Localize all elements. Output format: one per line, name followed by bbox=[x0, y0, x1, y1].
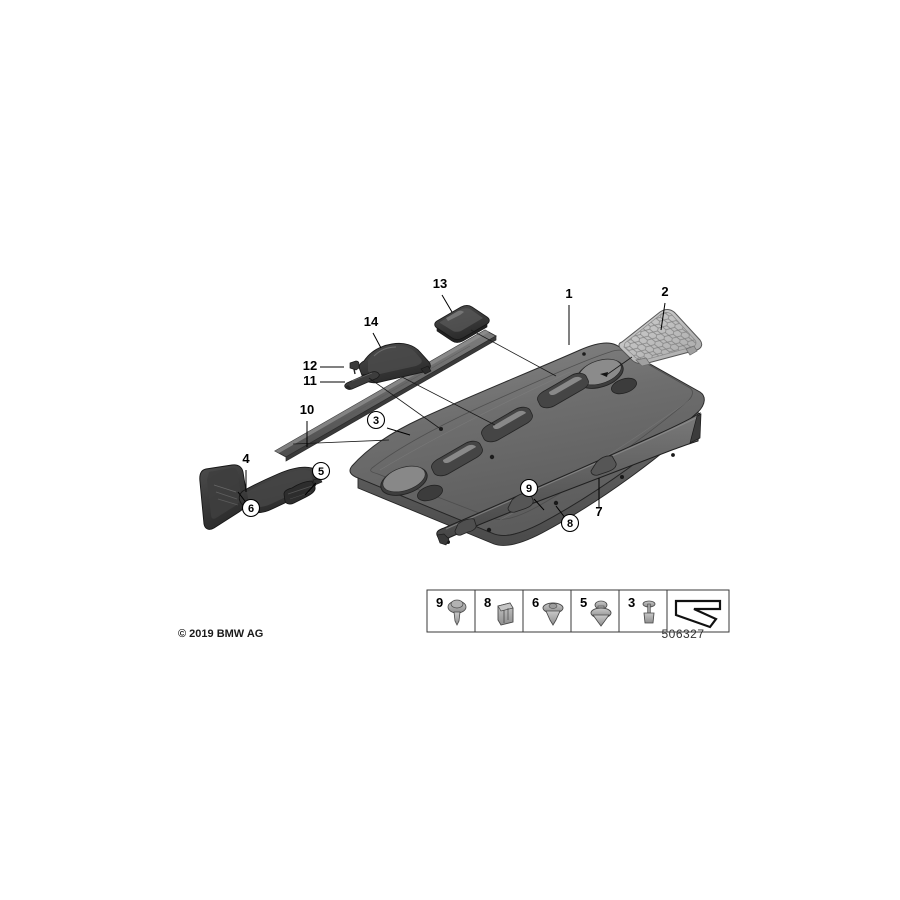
callout-10-label: 10 bbox=[300, 402, 314, 417]
callout-1: 1 bbox=[565, 286, 573, 345]
callout-9-leader bbox=[533, 498, 545, 511]
callout-3-leader bbox=[386, 427, 411, 436]
callout-12: 12 bbox=[303, 358, 344, 373]
callout-4: 4 bbox=[242, 451, 250, 492]
part-7-lower-shelf-trim-rail bbox=[436, 412, 702, 546]
diagram-id: 506327 bbox=[661, 627, 704, 641]
part-11-small-retaining-bracket bbox=[344, 371, 380, 390]
part-10-long-trim-strip bbox=[274, 329, 497, 462]
legend-cell-3: 3 bbox=[618, 589, 668, 633]
callout-8-label: 8 bbox=[567, 518, 573, 530]
callout-3-label: 3 bbox=[373, 415, 379, 427]
legend-cell-tool bbox=[666, 589, 730, 633]
leader-lines bbox=[292, 329, 633, 445]
callout-11: 11 bbox=[303, 373, 345, 388]
callout-5: 5 bbox=[304, 461, 331, 496]
legend-cell-3-label: 3 bbox=[628, 595, 635, 610]
callout-5-label: 5 bbox=[318, 466, 324, 478]
legend-cell-9-label: 9 bbox=[436, 595, 443, 610]
callout-11-label: 11 bbox=[303, 373, 317, 388]
callout-5-ring bbox=[311, 461, 331, 481]
part-2-speaker-grille-cover bbox=[618, 309, 703, 367]
legend-box: 9 8 6 5 3 bbox=[426, 589, 730, 633]
callout-10: 10 bbox=[300, 402, 314, 447]
callout-6: 6 bbox=[237, 491, 261, 518]
callout-3: 3 bbox=[366, 410, 411, 436]
part-1-rear-window-shelf-panel bbox=[349, 342, 705, 546]
callout-8: 8 bbox=[555, 505, 580, 533]
callout-5-leader bbox=[304, 482, 317, 496]
callout-1-label: 1 bbox=[565, 286, 572, 301]
collar-screw-clip-icon bbox=[447, 599, 467, 626]
callout-2: 2 bbox=[660, 284, 669, 331]
copyright-notice: © 2019 BMW AG bbox=[178, 628, 263, 640]
expanding-rivet-icon bbox=[590, 600, 612, 627]
callout-9-ring bbox=[519, 478, 539, 498]
callout-13-label: 13 bbox=[433, 276, 447, 291]
callout-6-ring bbox=[241, 498, 261, 518]
legend-cell-8-label: 8 bbox=[484, 595, 491, 610]
callout-7-label: 7 bbox=[595, 504, 602, 519]
legend-cell-5-label: 5 bbox=[580, 595, 587, 610]
callout-7: 7 bbox=[595, 478, 603, 519]
legend-cell-8: 8 bbox=[474, 589, 524, 633]
callout-2-label: 2 bbox=[661, 284, 668, 299]
callout-6-label: 6 bbox=[248, 503, 254, 515]
callout-9: 9 bbox=[519, 478, 545, 511]
part-12-small-clip-fastener bbox=[349, 360, 360, 375]
legend-cell-9: 9 bbox=[426, 589, 476, 633]
callout-14-label: 14 bbox=[364, 314, 379, 329]
pin-rivet-icon bbox=[642, 600, 656, 624]
callout-9-label: 9 bbox=[526, 483, 532, 495]
legend-cell-6-label: 6 bbox=[532, 595, 539, 610]
callout-13-leader bbox=[441, 294, 453, 313]
callout-8-ring bbox=[560, 513, 580, 533]
clip-removal-tool-icon bbox=[674, 599, 722, 629]
part-4-c-pillar-side-trim bbox=[199, 464, 323, 530]
legend-cell-3-border bbox=[618, 589, 668, 633]
callout-2-leader bbox=[660, 302, 666, 331]
callout-12-label: 12 bbox=[303, 358, 317, 373]
square-body-clip-icon bbox=[497, 602, 514, 626]
mushroom-rivet-icon bbox=[542, 602, 564, 626]
callout-14-leader bbox=[372, 332, 382, 349]
legend-cell-5: 5 bbox=[570, 589, 620, 633]
callout-13: 13 bbox=[433, 276, 453, 313]
callout-14: 14 bbox=[364, 314, 382, 349]
part-13-rectangular-access-cover bbox=[434, 305, 490, 343]
callout-3-ring bbox=[366, 410, 386, 430]
legend-cell-6: 6 bbox=[522, 589, 572, 633]
callout-4-label: 4 bbox=[242, 451, 250, 466]
